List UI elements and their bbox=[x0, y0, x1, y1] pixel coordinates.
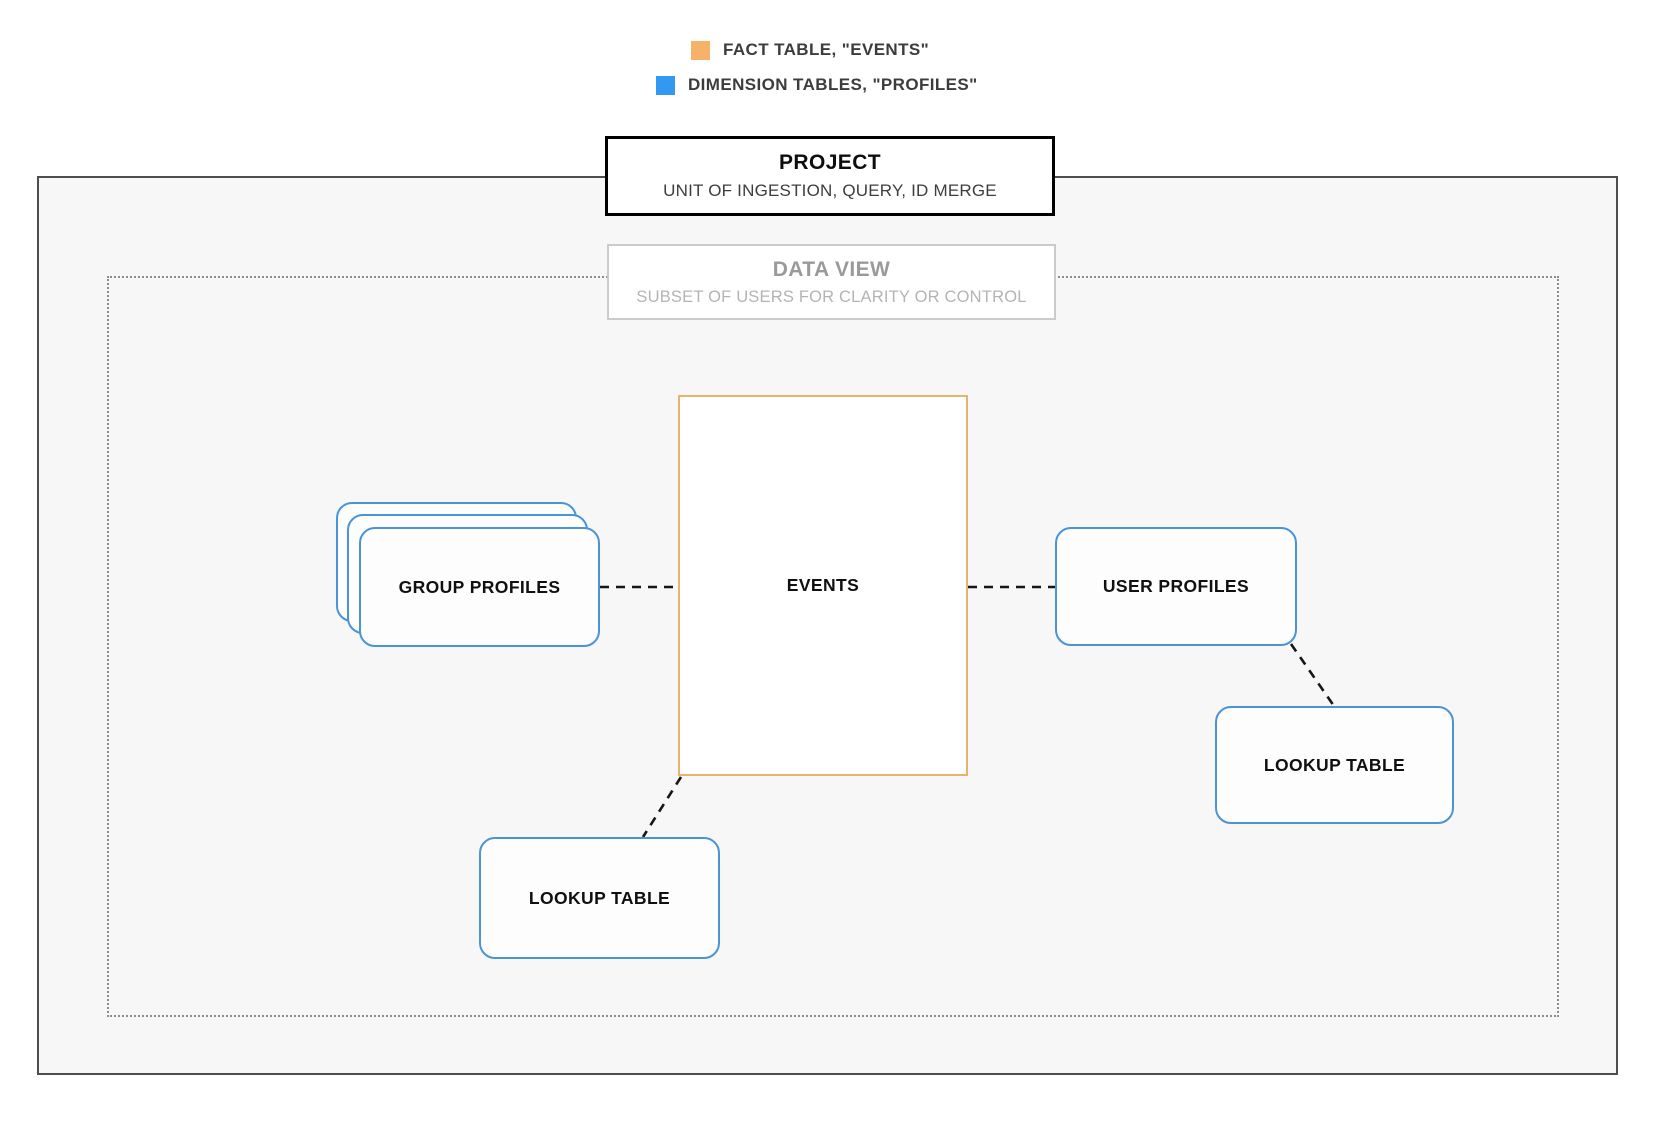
node-lookup-table-right: LOOKUP TABLE bbox=[1215, 706, 1454, 824]
node-user-profiles-label: USER PROFILES bbox=[1102, 576, 1250, 596]
project-title: PROJECT bbox=[779, 151, 881, 174]
node-lookup-table-left: LOOKUP TABLE bbox=[479, 837, 720, 959]
project-header-box: PROJECT UNIT OF INGESTION, QUERY, ID MER… bbox=[605, 136, 1055, 216]
node-events-label: EVENTS bbox=[786, 575, 860, 595]
node-events: EVENTS bbox=[678, 395, 968, 776]
legend-label-fact: FACT TABLE, "EVENTS" bbox=[723, 40, 930, 59]
node-group-profiles-label: GROUP PROFILES bbox=[398, 576, 561, 597]
node-lookup-table-left-label: LOOKUP TABLE bbox=[528, 887, 671, 908]
data-view-subtitle: SUBSET OF USERS FOR CLARITY OR CONTROL bbox=[636, 287, 1027, 306]
legend-item-fact: FACT TABLE, "EVENTS" bbox=[691, 39, 929, 61]
fact-table-swatch-icon bbox=[691, 40, 710, 60]
node-lookup-table-right-label: LOOKUP TABLE bbox=[1263, 754, 1406, 775]
node-user-profiles: USER PROFILES bbox=[1055, 527, 1297, 646]
dimension-table-swatch-icon bbox=[656, 75, 675, 95]
data-view-title: DATA VIEW bbox=[772, 257, 891, 281]
data-view-header-box: DATA VIEW SUBSET OF USERS FOR CLARITY OR… bbox=[607, 244, 1056, 320]
project-subtitle: UNIT OF INGESTION, QUERY, ID MERGE bbox=[663, 181, 997, 200]
legend-item-dimension: DIMENSION TABLES, "PROFILES" bbox=[656, 74, 978, 96]
group-profiles-front-card: GROUP PROFILES bbox=[359, 527, 600, 647]
legend-label-dimension: DIMENSION TABLES, "PROFILES" bbox=[688, 75, 978, 94]
node-group-profiles: GROUP PROFILES bbox=[336, 502, 600, 648]
